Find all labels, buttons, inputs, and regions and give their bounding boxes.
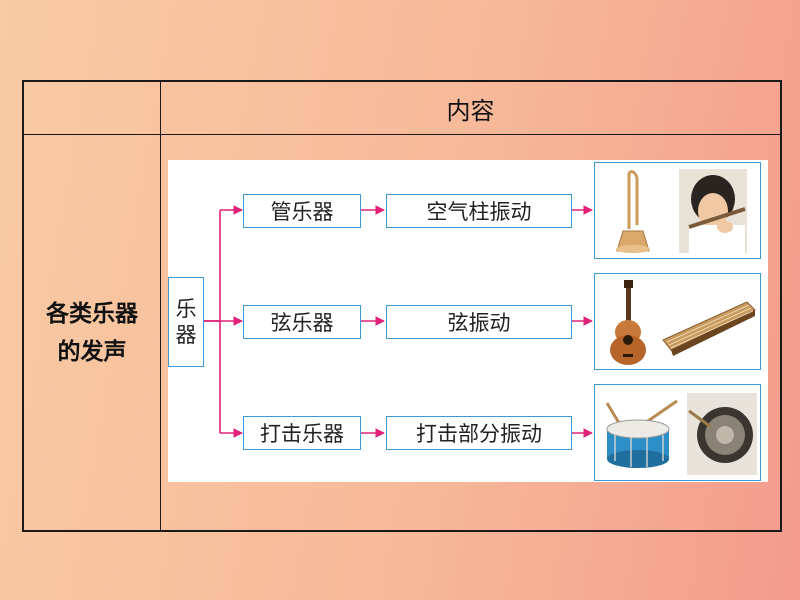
gong-image bbox=[687, 393, 757, 475]
picture-box-wind bbox=[594, 162, 761, 259]
category-box-wind: 管乐器 bbox=[243, 194, 361, 228]
cause-box-air-column: 空气柱振动 bbox=[386, 194, 572, 228]
flute-player-image bbox=[679, 169, 747, 253]
root-box-instruments: 乐 器 bbox=[168, 277, 204, 367]
bugle-image bbox=[616, 170, 650, 253]
connector-arrows bbox=[204, 205, 593, 438]
table-divider-horizontal bbox=[24, 134, 780, 135]
row-title-line1: 各类乐器 bbox=[46, 300, 138, 327]
row-title-line2: 的发声 bbox=[57, 338, 127, 365]
category-box-string: 弦乐器 bbox=[243, 305, 361, 339]
row-title: 各类乐器 的发声 bbox=[24, 135, 160, 530]
category-box-percussion: 打击乐器 bbox=[243, 416, 361, 450]
content-table: 内容 各类乐器 的发声 bbox=[22, 80, 782, 532]
root-char-1: 乐 bbox=[175, 297, 197, 321]
table-divider-vertical bbox=[160, 82, 161, 530]
drum-image bbox=[605, 399, 678, 468]
table-header-content: 内容 bbox=[446, 96, 495, 125]
diagram-panel: 乐 器 管乐器 弦乐器 打击乐器 空气柱振动 弦振动 打击部分振动 bbox=[168, 160, 768, 482]
guitar-image bbox=[610, 280, 646, 365]
picture-box-string bbox=[594, 273, 761, 370]
root-char-2: 器 bbox=[175, 323, 197, 347]
cause-box-string: 弦振动 bbox=[386, 305, 572, 339]
cause-box-struck-part: 打击部分振动 bbox=[386, 416, 572, 450]
guzheng-image bbox=[662, 301, 756, 356]
picture-box-percussion bbox=[594, 384, 761, 481]
